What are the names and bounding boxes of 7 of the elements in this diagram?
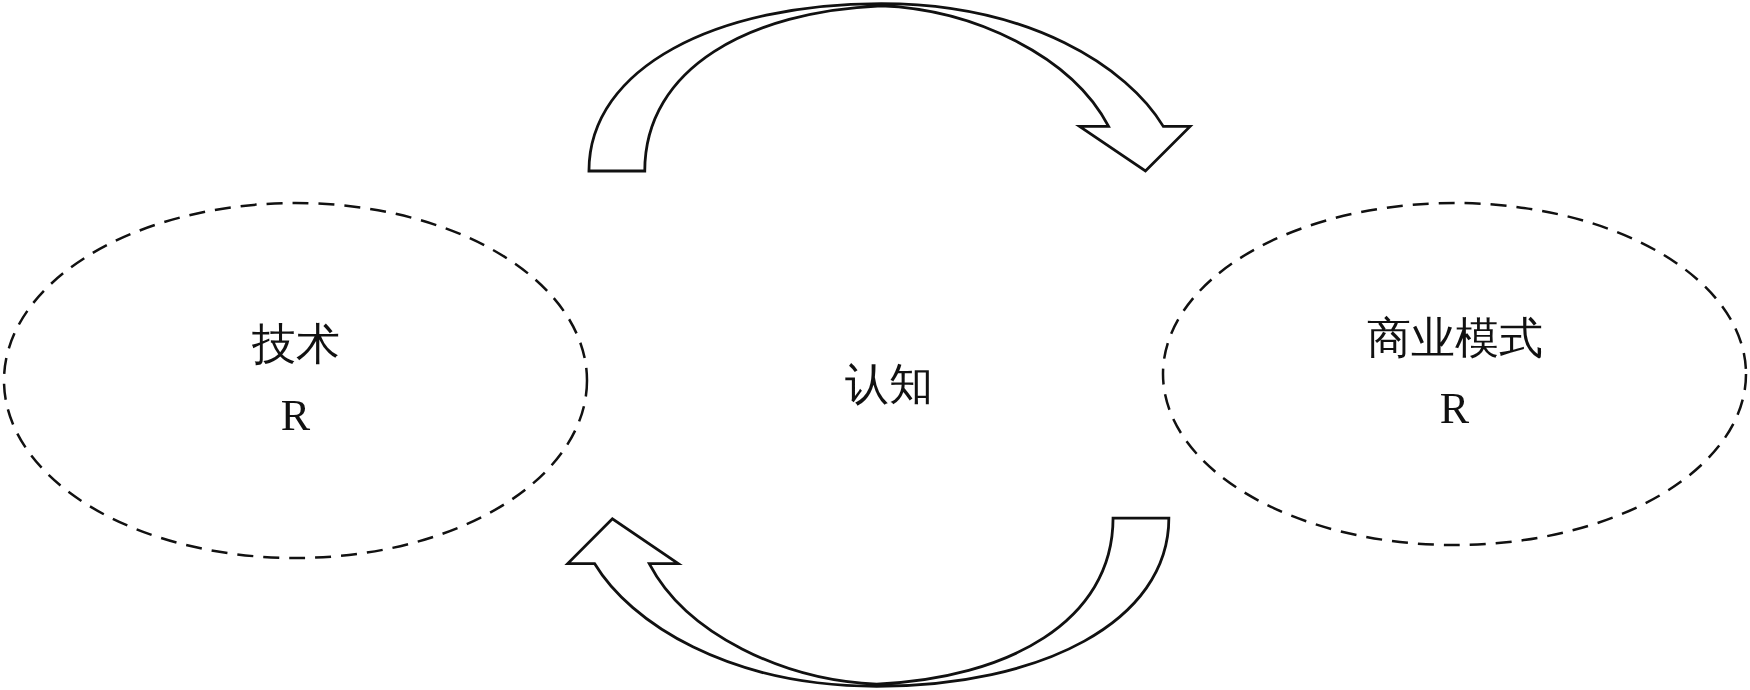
node-title: 技术 (251, 321, 340, 370)
center-label: 认知 (845, 360, 933, 410)
curved-arrow (587, 2, 1192, 173)
node-symbol: R (1439, 385, 1470, 434)
node-title: 商业模式 (1366, 314, 1543, 363)
curved-arrow (566, 516, 1171, 688)
node-symbol: R (280, 391, 311, 440)
